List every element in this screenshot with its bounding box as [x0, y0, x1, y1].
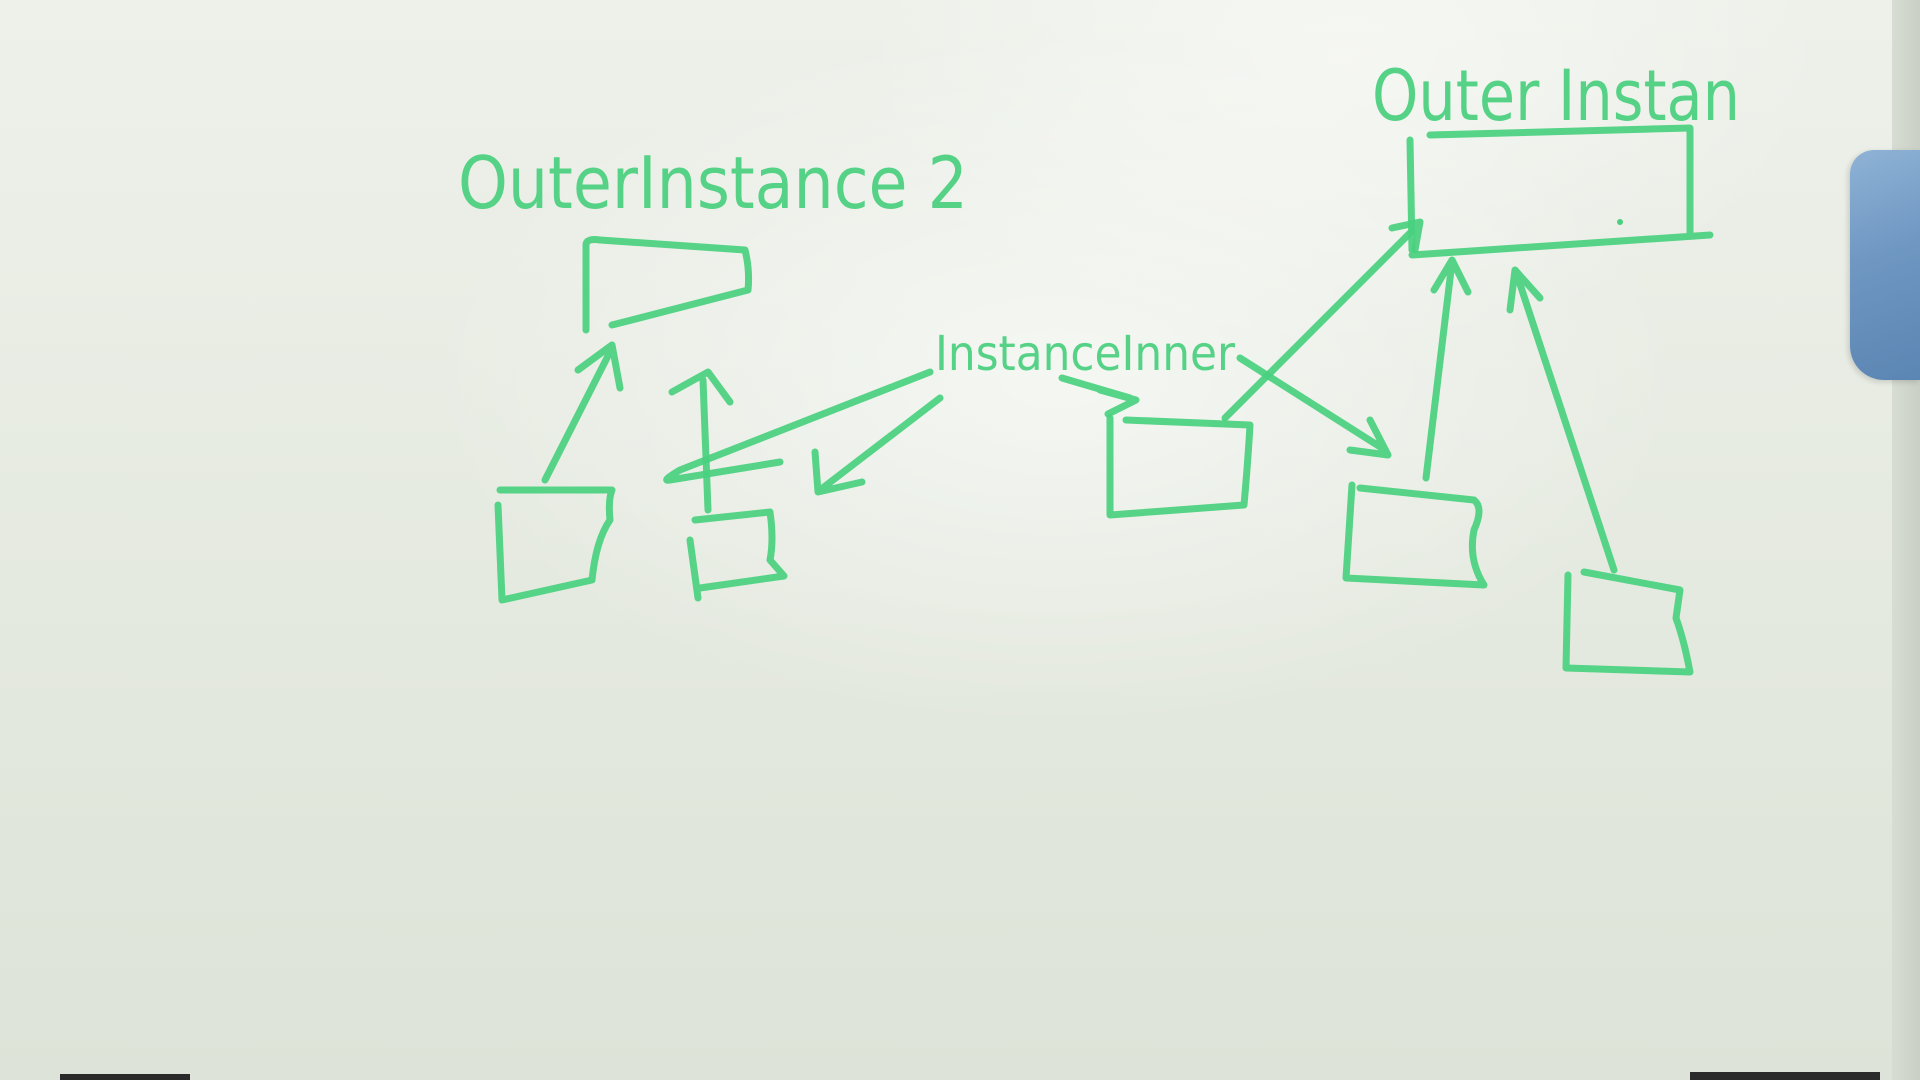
marker-tray-left — [60, 1074, 190, 1080]
arrow-inner-to-left-box — [811, 394, 944, 496]
arrow-inner-to-right — [1236, 354, 1392, 459]
arrow-inner-to-middle — [1058, 374, 1140, 418]
arrow-middle-to-outer — [1221, 218, 1424, 422]
eraser-cloth — [1850, 150, 1920, 380]
label-outer-instance-2: OuterInstance 2 — [458, 141, 968, 225]
ink-dot — [1617, 219, 1623, 225]
label-outer-instance: Outer Instan — [1372, 55, 1740, 137]
inner-box-middle — [1106, 414, 1254, 519]
inner-box-left-2 — [686, 508, 788, 602]
pointer-left-2 — [668, 368, 734, 514]
arrow-right1-to-outer — [1422, 256, 1472, 482]
inner-box-left-1 — [494, 486, 616, 604]
marker-tray-right — [1690, 1072, 1880, 1080]
arrow-to-outer-2 — [541, 341, 624, 484]
inner-box-right-1 — [1342, 481, 1488, 589]
label-instance-inner: InstanceInner — [935, 326, 1235, 382]
outer-instance-2-box — [582, 236, 753, 334]
arrow-right2-to-outer — [1506, 266, 1618, 574]
outer-instance-box — [1406, 124, 1714, 259]
line-inner-to-left — [663, 368, 934, 484]
inner-box-right-2 — [1562, 568, 1694, 676]
